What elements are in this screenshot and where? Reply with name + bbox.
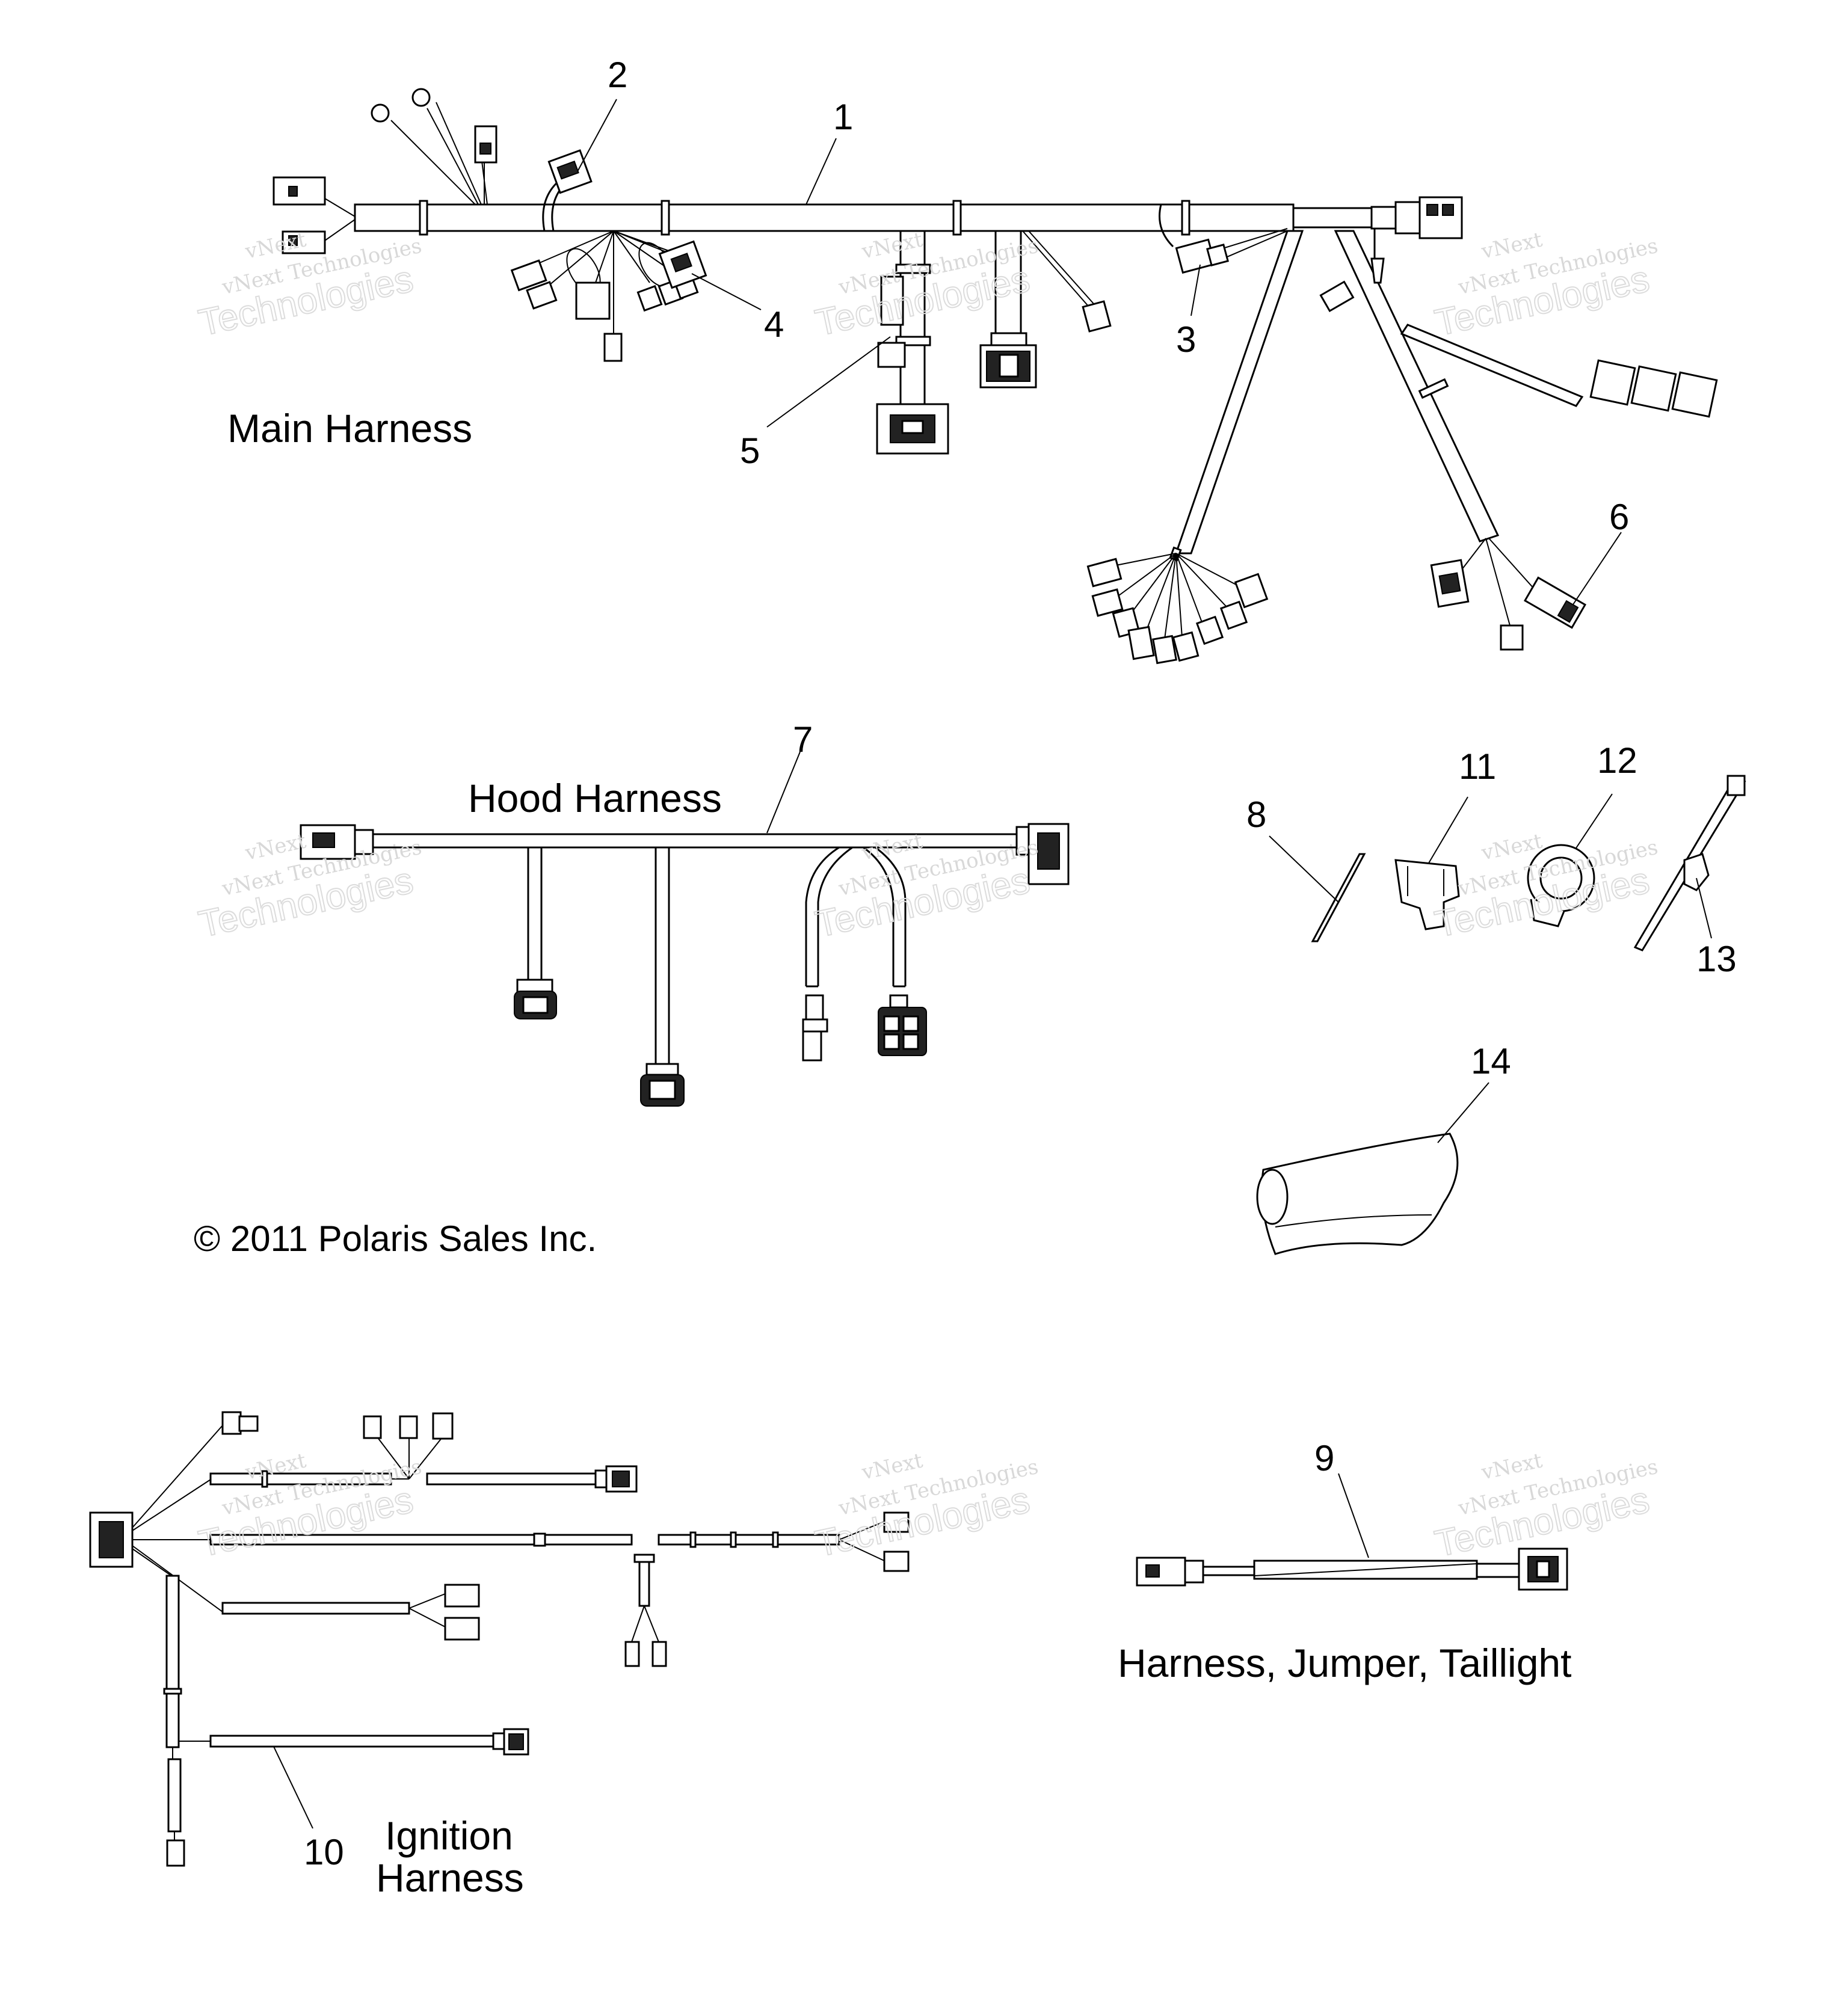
part-11-clip (1394, 796, 1468, 930)
main-harness-title: Main Harness (227, 406, 472, 450)
svg-text:vNext: vNext (1479, 1448, 1544, 1485)
leader-14 (1437, 1082, 1489, 1143)
connector (474, 125, 497, 164)
leader-13 (1696, 878, 1712, 939)
connector (492, 1728, 529, 1756)
connector-bundle (1086, 553, 1269, 665)
connector (514, 979, 557, 1019)
part-12-clamp (1527, 793, 1613, 927)
leader-12 (1575, 793, 1613, 849)
main-harness-end (1292, 207, 1373, 229)
part-13-tie-mount (1633, 775, 1746, 951)
callout-12: 12 (1597, 740, 1637, 781)
callout-7: 7 (793, 719, 813, 760)
main-harness-trunk (354, 203, 1295, 232)
leader-11 (1428, 796, 1468, 864)
connector (221, 1411, 259, 1435)
connector (1370, 196, 1463, 239)
ignition-harness-title-line1: Ignition (385, 1813, 513, 1858)
leader-3 (1190, 264, 1201, 316)
callout-6: 6 (1609, 497, 1629, 537)
callout-8: 8 (1246, 795, 1266, 835)
svg-text:vNext: vNext (859, 1448, 925, 1485)
connector (979, 332, 1037, 389)
hood-harness (300, 751, 1070, 1107)
connector (273, 176, 326, 206)
callout-5: 5 (740, 431, 760, 471)
callout-4: 4 (764, 304, 784, 345)
leader-7 (766, 751, 801, 834)
copyright: © 2011 Polaris Sales Inc. (194, 1219, 597, 1259)
connector (444, 1584, 480, 1641)
callout-10: 10 (304, 1832, 344, 1872)
leader-9 (1338, 1473, 1369, 1558)
connector (1015, 823, 1070, 885)
main-harness (273, 88, 1718, 665)
ignition-harness-title-line2: Harness (376, 1855, 524, 1900)
connector (1136, 1557, 1204, 1587)
connector-item-6 (1430, 538, 1587, 651)
relay-block (1589, 359, 1718, 418)
ignition-harness (89, 1411, 910, 1867)
svg-text:vNext: vNext (242, 227, 308, 264)
connector (624, 1554, 667, 1667)
connector (1082, 300, 1112, 333)
connector (878, 994, 927, 1056)
labels: Main Harness Hood Harness Harness, Jumpe… (194, 55, 1737, 1900)
svg-text:vNext: vNext (1479, 227, 1544, 264)
connector (883, 1511, 910, 1572)
main-connector (89, 1511, 134, 1568)
leader-1 (805, 138, 837, 205)
callout-1: 1 (833, 97, 853, 137)
part-8-tie (1269, 835, 1366, 942)
connector (640, 1063, 685, 1107)
connector (282, 230, 326, 254)
hood-harness-title: Hood Harness (468, 776, 722, 820)
leader-5 (766, 336, 891, 428)
jumper-harness (1136, 1473, 1568, 1591)
leader-4 (691, 273, 762, 310)
connector (363, 1412, 454, 1440)
leader-2 (577, 99, 617, 172)
connector (166, 1839, 185, 1867)
callout-3: 3 (1176, 319, 1196, 360)
svg-text:vNext: vNext (242, 829, 308, 865)
callout-11: 11 (1459, 746, 1496, 787)
connector (510, 259, 699, 362)
connector-item-3 (1175, 238, 1229, 274)
connector (1518, 1548, 1568, 1591)
callout-13: 13 (1696, 939, 1737, 979)
connector (300, 824, 374, 860)
callout-2: 2 (608, 55, 627, 95)
connector (594, 1465, 638, 1493)
part-14-conduit (1256, 1082, 1489, 1255)
connector (802, 994, 828, 1062)
leader-10 (273, 1746, 313, 1829)
connector (1319, 229, 1385, 313)
connector-item-2 (547, 149, 593, 194)
jumper-harness-title: Harness, Jumper, Taillight (1118, 1641, 1571, 1685)
connector-item-4 (658, 240, 707, 289)
leader-8 (1269, 835, 1339, 903)
leader-6 (1572, 532, 1622, 605)
callout-14: 14 (1471, 1041, 1511, 1081)
callout-9: 9 (1314, 1438, 1334, 1478)
connector-item-5 (876, 275, 949, 455)
